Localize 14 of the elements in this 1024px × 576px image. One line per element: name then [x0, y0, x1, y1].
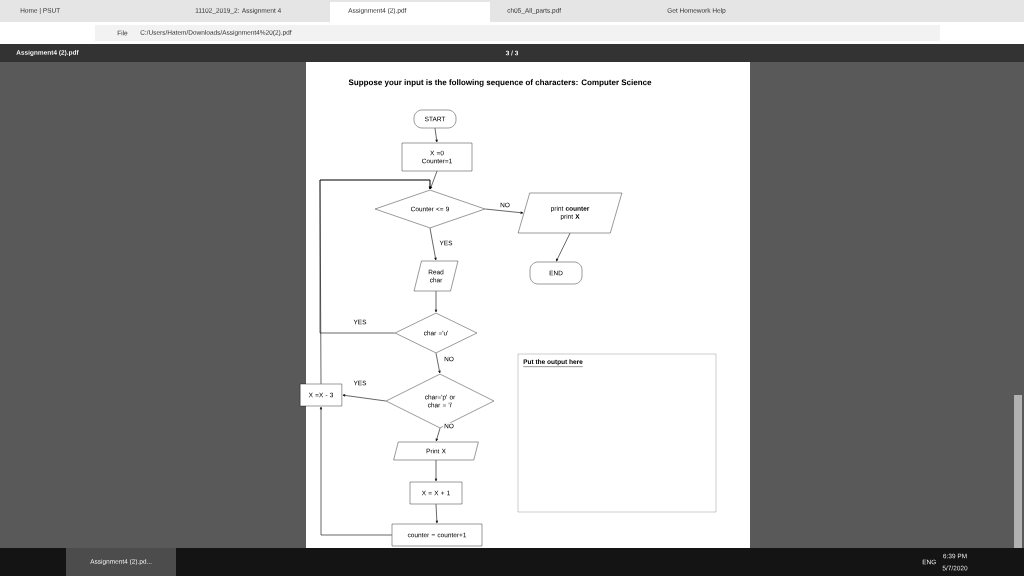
arrow — [429, 227, 437, 261]
arrow — [434, 127, 438, 143]
arrow — [435, 503, 438, 524]
arrow — [342, 394, 387, 402]
page-title: Suppose your input is the following sequence of characters: Computer Science — [348, 79, 652, 87]
arrow — [434, 459, 438, 482]
arrow — [556, 232, 571, 262]
arrow — [434, 290, 438, 313]
arrow — [484, 208, 524, 214]
arrow — [435, 352, 441, 374]
arrow — [319, 406, 393, 536]
arrow — [430, 170, 438, 190]
arrow — [319, 179, 432, 385]
arrow — [435, 427, 441, 442]
